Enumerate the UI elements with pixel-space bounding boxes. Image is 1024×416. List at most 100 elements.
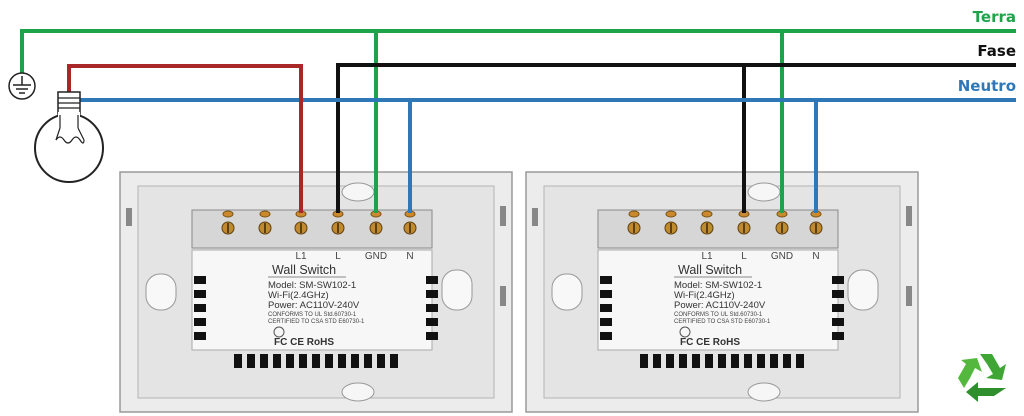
wire-label-fase: Fase — [977, 42, 1016, 60]
cert-csa: CERTIFIED TO CSA STD E60730-1 — [268, 319, 365, 325]
bottom-contact — [351, 354, 359, 368]
ground-symbol-icon — [8, 72, 36, 100]
terminal-label-l: L — [741, 251, 747, 262]
side-contact — [194, 318, 206, 326]
mount-hole-top — [341, 182, 375, 202]
terminal-clamp — [665, 210, 677, 218]
bottom-contact — [364, 354, 372, 368]
side-contact — [426, 318, 438, 326]
side-tab-right — [500, 206, 506, 226]
side-contact — [832, 332, 844, 340]
bottom-contact — [299, 354, 307, 368]
spec-model: Model: SM-SW102-1 — [674, 280, 762, 291]
terminal-label-l1: L1 — [295, 251, 307, 262]
bottom-contact — [666, 354, 674, 368]
bottom-contact — [640, 354, 648, 368]
bottom-contact — [731, 354, 739, 368]
bottom-contact — [770, 354, 778, 368]
cert-csa: CERTIFIED TO CSA STD E60730-1 — [674, 319, 771, 325]
wire-terra — [20, 29, 1016, 86]
bottom-contact — [705, 354, 713, 368]
terminal-clamp — [222, 210, 234, 218]
side-contact — [832, 276, 844, 284]
bottom-contact — [247, 354, 255, 368]
bottom-contact — [653, 354, 661, 368]
bottom-contact — [312, 354, 320, 368]
side-contact — [600, 276, 612, 284]
side-contact — [194, 304, 206, 312]
side-contact — [600, 332, 612, 340]
side-contact — [426, 332, 438, 340]
terminal-screws — [627, 210, 823, 235]
terminal-label-gnd: GND — [771, 251, 793, 262]
wires — [20, 29, 1016, 213]
bottom-contact — [679, 354, 687, 368]
side-contact — [832, 304, 844, 312]
side-contact — [600, 304, 612, 312]
side-contact — [426, 290, 438, 298]
bottom-contact — [796, 354, 804, 368]
wire-label-terra: Terra — [973, 8, 1016, 26]
mount-hole-bottom — [747, 382, 781, 402]
etl-logo — [679, 326, 691, 338]
spec-wifi: Wi-Fi(2.4GHz) — [674, 290, 735, 301]
side-tab-left — [126, 208, 132, 226]
bottom-contact — [390, 354, 398, 368]
terminal-label-n: N — [406, 251, 413, 262]
bottom-contact — [286, 354, 294, 368]
spec-model: Model: SM-SW102-1 — [268, 280, 356, 291]
spec-wifi: Wi-Fi(2.4GHz) — [268, 290, 329, 301]
etl-logo — [273, 326, 285, 338]
bottom-contact — [718, 354, 726, 368]
cert-marks: FC CE RoHS — [680, 337, 740, 348]
terminal-label-gnd: GND — [365, 251, 387, 262]
mount-hole-bottom — [341, 382, 375, 402]
mount-slot-left — [145, 273, 177, 311]
spec-power: Power: AC110V-240V — [674, 300, 766, 311]
side-contact — [194, 276, 206, 284]
bottom-contact — [377, 354, 385, 368]
terminal-label-l1: L1 — [701, 251, 713, 262]
label-panel — [191, 249, 433, 351]
terminal-clamp — [259, 210, 271, 218]
bottom-contact — [273, 354, 281, 368]
terminal-clamp — [701, 210, 713, 218]
recycle-icon — [958, 354, 1006, 402]
side-tab-right — [906, 206, 912, 226]
terminal-label-l: L — [335, 251, 341, 262]
light-bulb-icon — [34, 91, 104, 183]
terminal-label-n: N — [812, 251, 819, 262]
bottom-contact — [325, 354, 333, 368]
side-contact — [600, 290, 612, 298]
spec-power: Power: AC110V-240V — [268, 300, 360, 311]
bottom-contact — [234, 354, 242, 368]
cert-ul: CONFORMS TO UL Std.60730-1 — [674, 312, 763, 318]
bottom-contact — [744, 354, 752, 368]
side-tab-right-2 — [500, 286, 506, 306]
side-tab-right-2 — [906, 286, 912, 306]
bottom-contact — [783, 354, 791, 368]
contacts-bottom — [234, 354, 398, 368]
contacts-left — [600, 276, 612, 340]
mount-slot-left — [551, 273, 583, 311]
label-panel — [597, 249, 839, 351]
mount-hole-top — [747, 182, 781, 202]
side-contact — [194, 290, 206, 298]
bottom-contact — [692, 354, 700, 368]
side-contact — [832, 290, 844, 298]
side-contact — [832, 318, 844, 326]
mount-slot-right — [441, 269, 473, 311]
wire-label-neutro: Neutro — [958, 77, 1016, 95]
contacts-bottom — [640, 354, 804, 368]
cert-ul: CONFORMS TO UL Std.60730-1 — [268, 312, 357, 318]
contacts-left — [194, 276, 206, 340]
switch-title: Wall Switch — [272, 263, 336, 277]
side-contact — [600, 318, 612, 326]
switch-title: Wall Switch — [678, 263, 742, 277]
terminal-screws — [221, 210, 417, 235]
wire-lamp — [67, 64, 303, 213]
wall-switch-1: L1 L GND N Wall Switch Model: SM-SW102-1… — [119, 171, 513, 413]
wall-switch-2: L1 L GND N Wall Switch Model: SM-SW102-1… — [525, 171, 919, 413]
side-contact — [194, 332, 206, 340]
